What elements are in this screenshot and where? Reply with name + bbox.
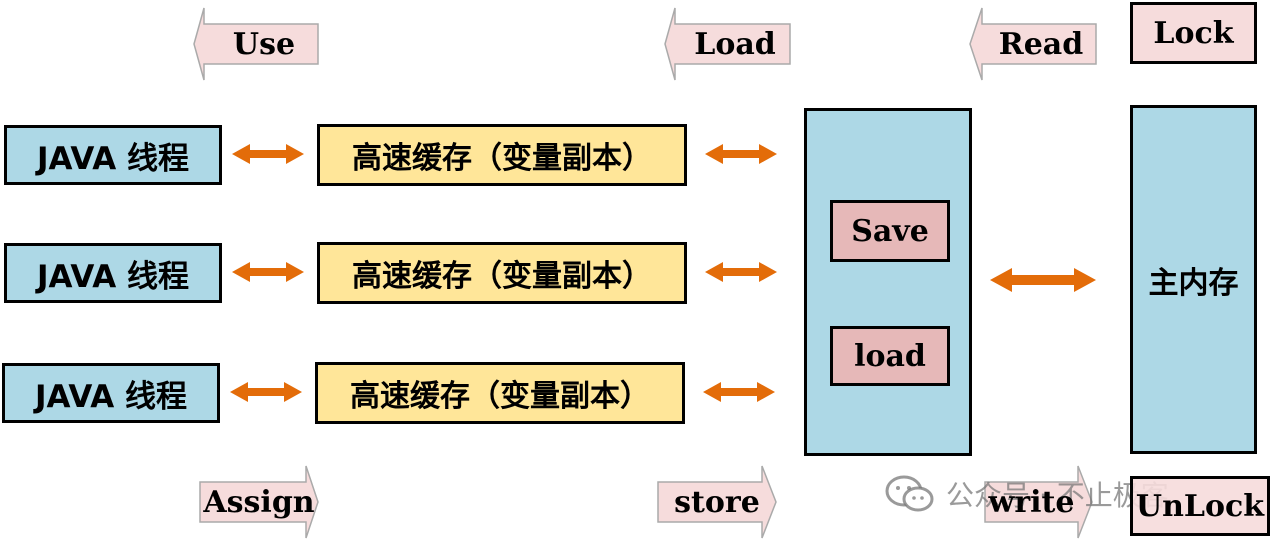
read-label: Read — [998, 26, 1084, 62]
thread-cache-arrow-2 — [232, 262, 304, 282]
use-arrow-shape — [193, 7, 319, 81]
read-arrow-shape — [969, 7, 1097, 81]
save-box: Save — [830, 200, 950, 262]
assign-label: Assign — [203, 484, 315, 520]
thread-cache-arrow-3 — [230, 382, 302, 402]
unlock-box: UnLock — [1130, 476, 1270, 536]
load-label: Load — [694, 26, 776, 62]
bus-memory-arrow — [990, 268, 1096, 292]
java-thread-1: JAVA 线程 — [4, 125, 222, 185]
lock-box: Lock — [1130, 2, 1257, 64]
java-thread-3: JAVA 线程 — [2, 363, 220, 423]
store-arrow-shape — [657, 465, 777, 539]
assign-arrow-shape — [199, 465, 319, 539]
bus-box — [804, 108, 972, 456]
cache-box-2: 高速缓存（变量副本） — [317, 242, 687, 304]
load-box: load — [830, 326, 950, 386]
cache-box-1: 高速缓存（变量副本） — [317, 124, 687, 186]
load-arrow-shape — [664, 7, 791, 81]
write-label: write — [988, 484, 1075, 520]
cache-bus-arrow-2 — [705, 262, 777, 282]
write-arrow-shape — [984, 465, 1093, 539]
main-memory-box: 主内存 — [1130, 105, 1257, 454]
use-label: Use — [232, 26, 296, 62]
cache-bus-arrow-3 — [703, 382, 775, 402]
store-label: store — [674, 484, 760, 520]
wechat-icon — [885, 475, 934, 512]
java-thread-2: JAVA 线程 — [4, 243, 222, 303]
thread-cache-arrow-1 — [232, 144, 304, 164]
cache-box-3: 高速缓存（变量副本） — [315, 362, 685, 424]
cache-bus-arrow-1 — [705, 144, 777, 164]
